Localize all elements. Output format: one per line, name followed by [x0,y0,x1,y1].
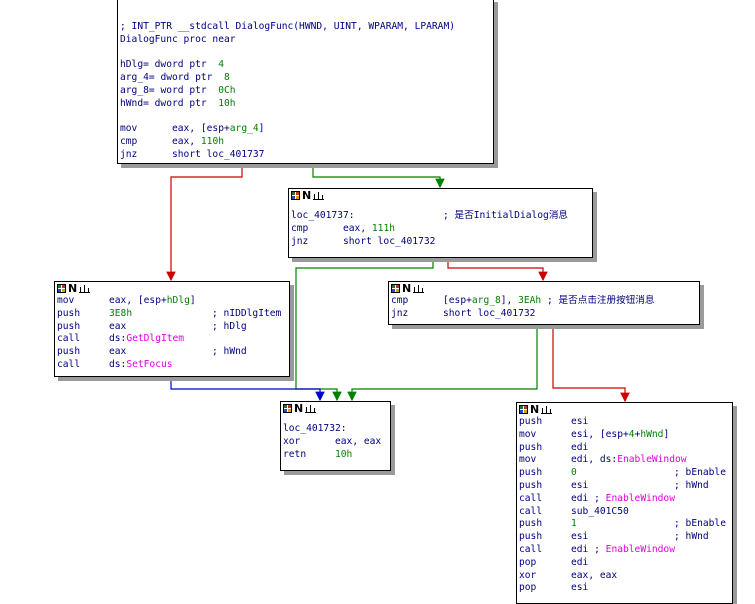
bars-icon [79,284,90,293]
edge-block1-to-block2 [312,163,445,189]
code-line: arg_4= dword ptr 8 [120,72,230,84]
code-line: loc_401732: [283,423,347,434]
graph-node-icon [283,404,292,413]
graph-node-icon [519,405,528,414]
bars-icon [541,405,552,414]
block-header: N [389,282,699,295]
code-line [120,47,491,60]
code-line: ; INT_PTR __stdcall DialogFunc(HWND, UIN… [120,21,456,32]
code-line: hDlg= dword ptr 4 [120,59,224,71]
block-header: N [289,189,592,202]
n-letter-icon: N [402,282,412,295]
graph-node-icon [57,284,66,293]
code-line: DialogFunc proc near [120,33,236,45]
n-letter-icon: N [302,189,312,202]
edge-block2-to-block5 [295,257,434,402]
block-header: N [55,282,289,295]
n-letter-icon: N [530,403,540,416]
edge-block2-to-block4 [447,257,548,282]
code-line: cmp[esp+arg_8], 3EAh ; 是否点击注册按钮消息 [391,295,655,306]
code-line: loc_401737:; 是否InitialDialog消息 [291,210,569,221]
edge-block4-to-block6 [552,324,630,403]
bars-icon [305,404,316,413]
edge-block1-to-block3 [166,163,243,282]
bars-icon [313,191,324,200]
block-header: N [281,402,390,415]
edge-block3-to-block5 [170,376,325,402]
block-dialogfunc-entry[interactable]: ; INT_PTR __stdcall DialogFunc(HWND, UIN… [117,0,494,164]
n-letter-icon: N [68,282,78,295]
code-line: hWnd= dword ptr 10h [120,97,236,109]
code-line [120,111,491,124]
bars-icon [413,284,424,293]
block-header: N [517,403,732,416]
n-letter-icon: N [294,402,304,415]
graph-node-icon [391,284,400,293]
edge-block4-to-block5 [347,324,538,402]
graph-node-icon [291,191,300,200]
code-line: arg_8= word ptr 0Ch [120,84,236,96]
